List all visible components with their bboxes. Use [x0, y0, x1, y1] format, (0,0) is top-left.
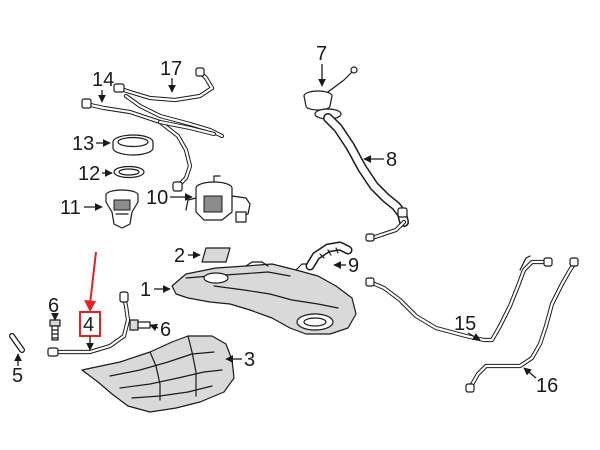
callout-8: 8 — [363, 149, 397, 171]
svg-text:15: 15 — [454, 313, 476, 335]
svg-text:8: 8 — [386, 149, 397, 171]
svg-text:6: 6 — [48, 295, 59, 317]
callout-1: 1 — [140, 279, 171, 301]
svg-text:10: 10 — [146, 187, 168, 209]
fuel-pump-module-10[interactable] — [185, 175, 251, 223]
svg-text:12: 12 — [78, 163, 100, 185]
bolt-6-left[interactable] — [49, 319, 61, 341]
heat-shield-3[interactable] — [81, 335, 235, 413]
bolt-6-right[interactable] — [129, 319, 151, 331]
hose-9[interactable] — [305, 241, 353, 271]
callout-7: 7 — [316, 43, 327, 87]
vapor-line-14[interactable] — [81, 98, 217, 192]
svg-text:6: 6 — [160, 319, 171, 341]
fuel-line-15[interactable] — [365, 255, 553, 343]
pin-5[interactable] — [9, 333, 25, 353]
callout-3: 3 — [225, 349, 255, 371]
callout-6-right: 6 — [149, 319, 171, 341]
svg-text:17: 17 — [160, 58, 182, 80]
callout-15: 15 — [454, 313, 481, 341]
callout-6-left: 6 — [48, 295, 59, 321]
fuel-sender-11[interactable] — [105, 189, 139, 229]
fuel-cap-7[interactable] — [303, 66, 358, 111]
svg-text:14: 14 — [92, 69, 114, 91]
seal-12[interactable] — [113, 165, 145, 179]
callout-9: 9 — [333, 255, 359, 277]
fuel-line-16[interactable] — [465, 257, 579, 393]
filler-pipe-8[interactable] — [314, 108, 409, 242]
svg-text:9: 9 — [348, 255, 359, 277]
callout-4-highlight[interactable]: 4 — [79, 251, 101, 351]
svg-text:2: 2 — [174, 245, 185, 267]
svg-text:1: 1 — [140, 279, 151, 301]
svg-text:3: 3 — [244, 349, 255, 371]
pad-2[interactable] — [201, 247, 231, 263]
callout-16: 16 — [523, 367, 558, 397]
vapor-line-17[interactable] — [113, 67, 225, 139]
svg-text:5: 5 — [12, 365, 23, 387]
svg-text:13: 13 — [72, 133, 94, 155]
callout-10: 10 — [146, 187, 193, 209]
svg-text:4: 4 — [83, 314, 94, 336]
tank-strap-4[interactable] — [47, 291, 131, 357]
callout-13: 13 — [72, 133, 111, 155]
lock-ring-13[interactable] — [112, 134, 154, 156]
svg-text:11: 11 — [60, 197, 81, 219]
callout-14: 14 — [92, 69, 114, 103]
callout-5: 5 — [12, 353, 23, 387]
fuel-tank-1[interactable] — [171, 261, 357, 335]
callout-17: 17 — [160, 58, 182, 93]
svg-text:7: 7 — [316, 43, 327, 65]
callout-11: 11 — [60, 197, 103, 219]
callout-12: 12 — [78, 163, 113, 185]
callout-2: 2 — [174, 245, 201, 267]
svg-text:16: 16 — [536, 375, 558, 397]
